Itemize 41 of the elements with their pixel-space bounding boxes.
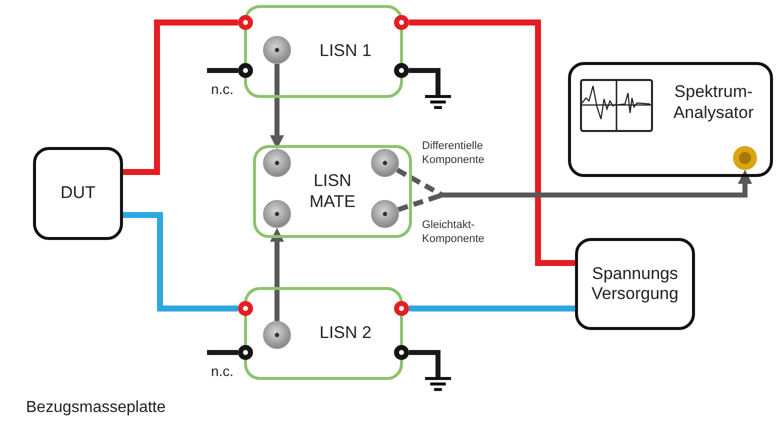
wire (123, 20, 238, 175)
port-label: Gleichtakt- Komponente (422, 218, 486, 247)
node-label: DUT (60, 183, 96, 204)
connector-icon (263, 200, 291, 228)
connector-icon (263, 149, 291, 177)
connector-icon (263, 321, 291, 349)
ground-icon (425, 95, 451, 109)
connector-icon (371, 200, 399, 228)
port-label: Differentielle Komponente (422, 139, 486, 168)
wire (409, 68, 440, 95)
node-label: LISN 1 (320, 41, 372, 62)
power-supply-box (575, 238, 695, 330)
wire (207, 68, 238, 73)
connector-icon (371, 149, 399, 177)
terminal-icon (394, 345, 409, 360)
arrow (398, 170, 752, 212)
node-label: LISN MATE (308, 171, 356, 212)
lisn-box (253, 145, 412, 238)
terminal-icon (238, 345, 253, 360)
wire (123, 212, 238, 312)
terminal-icon (394, 15, 409, 30)
terminal-icon (238, 301, 253, 316)
wire (207, 350, 238, 355)
node-label: LISN 2 (320, 323, 372, 344)
ground-icon (425, 377, 451, 391)
connector-icon (733, 146, 757, 170)
arrow (270, 228, 284, 321)
wire (409, 306, 575, 312)
terminal-icon (394, 301, 409, 316)
plate-label: Bezugsmasseplatte (26, 399, 166, 417)
terminal-icon (238, 15, 253, 30)
device-box (33, 147, 123, 240)
analyzer-box (568, 62, 773, 177)
connector-icon (263, 36, 291, 64)
wire (409, 350, 440, 377)
node-label: Spannungs Versorgung (590, 264, 680, 304)
arrow (270, 64, 284, 150)
wire (409, 20, 575, 266)
terminal-icon (394, 63, 409, 78)
terminal-icon (238, 63, 253, 78)
node-label: Spektrum- Analysator (672, 82, 755, 123)
